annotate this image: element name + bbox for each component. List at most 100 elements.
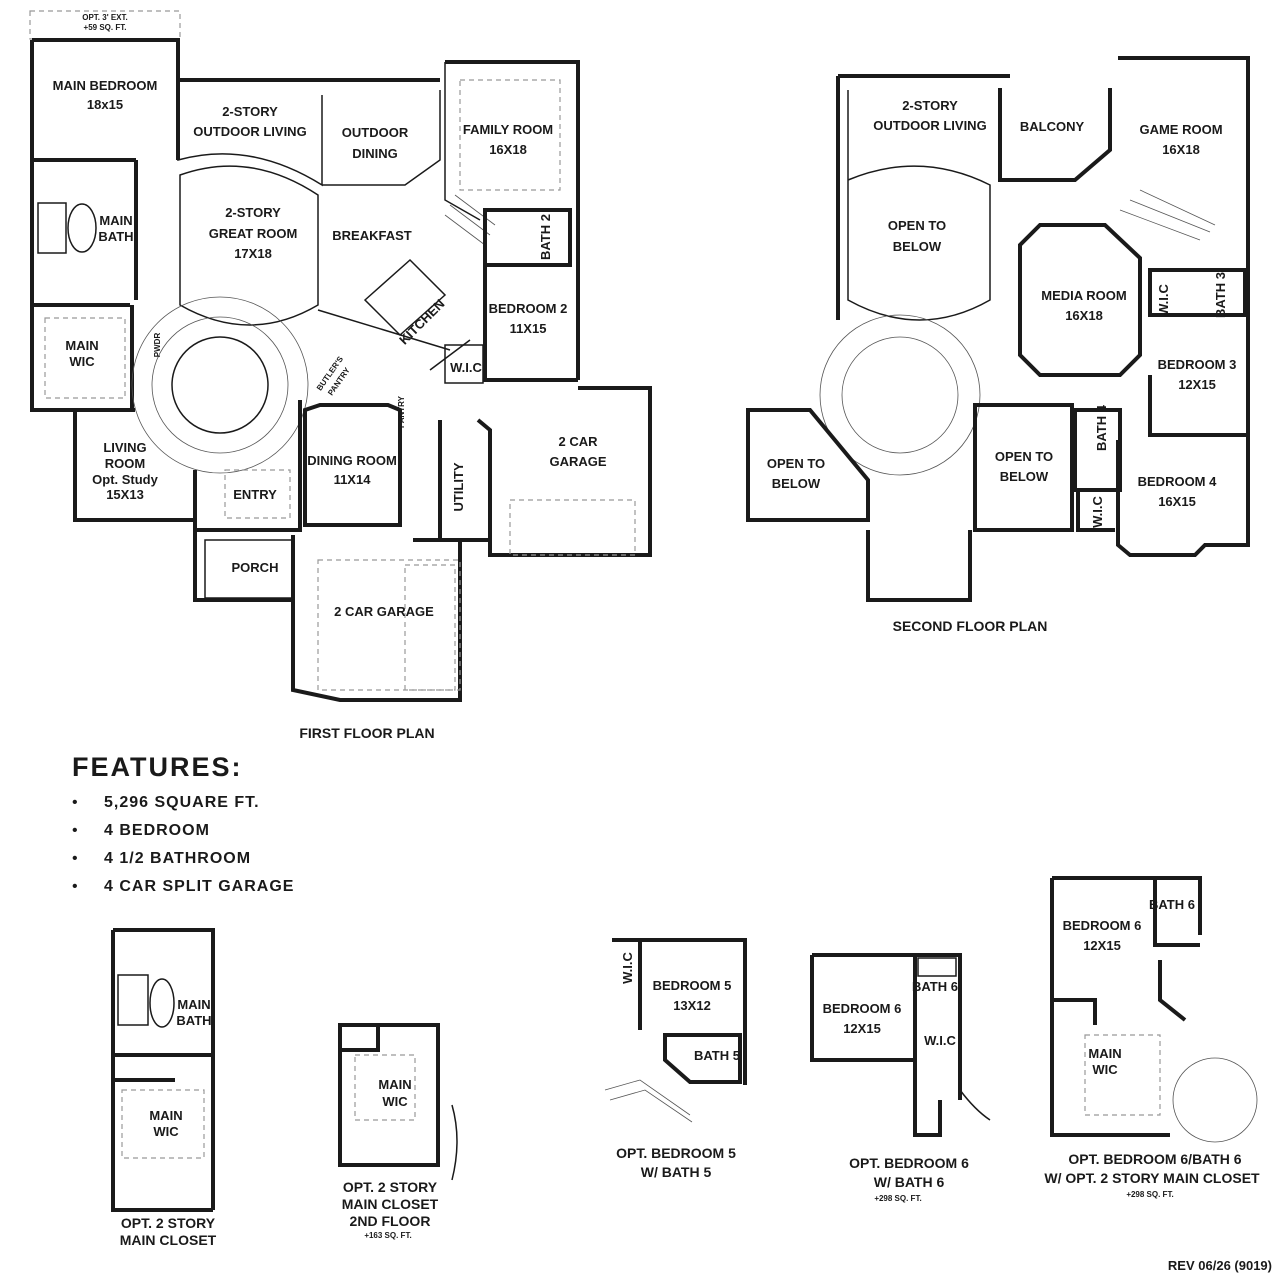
kitchen-island <box>363 258 447 337</box>
opt1-tub <box>149 978 175 1028</box>
ext-note-line1: OPT. 3' EXT. <box>82 13 127 22</box>
family-room-size: 16X18 <box>489 142 527 157</box>
opt1-caption-1: OPT. 2 STORY <box>121 1215 216 1231</box>
feature-text: 4 CAR SPLIT GARAGE <box>104 878 295 895</box>
option-bedroom-5-bath-5: W.I.C BEDROOM 5 13X12 BATH 5 OPT. BEDROO… <box>604 938 747 1180</box>
outdoor-living-label-2: OUTDOOR LIVING <box>193 124 306 139</box>
feature-text: 4 1/2 BATHROOM <box>104 850 252 867</box>
bath2-bedroom2-walls <box>483 208 578 382</box>
bath3-bedroom3-walls <box>1148 268 1248 437</box>
porch-label: PORCH <box>232 560 279 575</box>
living-room-label-1: LIVING <box>103 440 146 455</box>
opt5-caption-1: OPT. BEDROOM 6/BATH 6 <box>1068 1151 1241 1167</box>
media-room-label: MEDIA ROOM <box>1041 288 1126 303</box>
opt4-bedroom-label: BEDROOM 6 <box>823 1001 902 1016</box>
option-bedroom-6-bath-6-main-closet: BEDROOM 6 12X15 BATH 6 MAIN WIC OPT. BED… <box>1044 876 1260 1199</box>
feature-item: • 4 CAR SPLIT GARAGE <box>72 873 294 901</box>
opt5-main-wic-2: WIC <box>1092 1062 1118 1077</box>
opt2-stair-edge <box>451 1104 458 1181</box>
bedroom4-label: BEDROOM 4 <box>1138 474 1218 489</box>
game-room-size: 16X18 <box>1162 142 1200 157</box>
opt4-bath-label: BATH 6 <box>912 979 958 994</box>
revision-label: REV 06/26 (9019) <box>1167 1258 1272 1273</box>
dining-room-walls <box>303 403 402 527</box>
great-room-outline <box>179 165 319 326</box>
wic-shelving <box>44 317 126 399</box>
opt1-shelving <box>121 1089 205 1159</box>
bath2-label: BATH 2 <box>538 214 553 260</box>
opt4-tub <box>917 957 957 977</box>
main-bath-wic-walls <box>30 160 134 412</box>
media-room-walls <box>1018 223 1142 377</box>
opt5-shelving <box>1084 1034 1161 1116</box>
entry-label: ENTRY <box>233 487 277 502</box>
opt4-note: +298 SQ. FT. <box>874 1194 921 1203</box>
garage-right-label-1: 2 CAR <box>558 434 598 449</box>
open-below-outline <box>847 90 991 321</box>
open-below-3-line1: OPEN TO <box>995 449 1053 464</box>
second-floor-spiral-stair <box>841 336 959 454</box>
main-bath-label-2: BATH <box>98 229 133 244</box>
open-below-2-line1: OPEN TO <box>767 456 825 471</box>
opt5-walls <box>1050 876 1202 1137</box>
feature-item: •5,296 SQUARE FT. <box>72 789 294 817</box>
opt3-stair <box>604 1079 693 1123</box>
opt5-bedroom-label: BEDROOM 6 <box>1063 918 1142 933</box>
great-room-size: 17X18 <box>234 246 272 261</box>
opt1-caption-2: MAIN CLOSET <box>120 1232 217 1248</box>
opt4-walls <box>810 953 962 1137</box>
opt4-bedroom-size: 12X15 <box>843 1021 881 1036</box>
opt1-main-bath-1: MAIN <box>177 997 210 1012</box>
features-list: •5,296 SQUARE FT. •4 BEDROOM •4 1/2 BATH… <box>72 789 294 901</box>
spiral-stair <box>151 316 289 454</box>
opt5-main-wic-1: MAIN <box>1088 1046 1121 1061</box>
sf-wic-top-label: W.I.C <box>1156 284 1171 316</box>
ext-note-line2: +59 SQ. FT. <box>84 23 127 32</box>
second-floor-rear-stair <box>1119 189 1216 241</box>
pwdr-label: PWDR <box>153 333 162 358</box>
bedroom3-label: BEDROOM 3 <box>1158 357 1237 372</box>
stair-core <box>171 336 269 434</box>
bath4-label: BATH 4 <box>1094 404 1109 451</box>
opt3-caption-1: OPT. BEDROOM 5 <box>616 1145 736 1161</box>
bullet: • <box>72 878 79 895</box>
feature-text: 4 BEDROOM <box>104 822 210 839</box>
second-floor-outer-walls <box>836 56 1250 557</box>
bedroom4-size: 16X15 <box>1158 494 1196 509</box>
family-room-wall <box>444 62 481 221</box>
second-floor-plan: 2-STORY OUTDOOR LIVING BALCONY GAME ROOM… <box>746 56 1250 634</box>
open-below-1-line2: BELOW <box>893 239 942 254</box>
dining-room-label: DINING ROOM <box>307 453 397 468</box>
feature-item: •4 BEDROOM <box>72 817 294 845</box>
living-room-size: 15X13 <box>106 487 144 502</box>
opt5-bedroom-size: 12X15 <box>1083 938 1121 953</box>
bullet: • <box>72 850 79 867</box>
front-garage-walls <box>291 535 462 702</box>
bedroom3-size: 12X15 <box>1178 377 1216 392</box>
main-bedroom-size: 18x15 <box>87 97 123 112</box>
feature-text: 5,296 SQUARE FT. <box>104 794 260 811</box>
tub-icon <box>67 203 97 253</box>
living-room-label-3: Opt. Study <box>92 472 158 487</box>
opt4-caption-2: W/ BATH 6 <box>874 1174 945 1190</box>
bath4-wic-walls <box>1073 408 1122 532</box>
main-wic-label-1: MAIN <box>65 338 98 353</box>
rear-stair <box>444 194 496 246</box>
front-garage-door <box>404 564 456 691</box>
opt1-main-bath-2: BATH <box>176 1013 211 1028</box>
front-garage-slab <box>317 559 461 691</box>
garage-door <box>509 499 636 556</box>
first-floor-caption: FIRST FLOOR PLAN <box>299 725 434 741</box>
opt3-bedroom-label: BEDROOM 5 <box>653 978 732 993</box>
bedroom2-size: 11X15 <box>510 321 547 336</box>
opt2-caption-3: 2ND FLOOR <box>350 1213 431 1229</box>
opt4-caption-1: OPT. BEDROOM 6 <box>849 1155 969 1171</box>
great-room-label-2: GREAT ROOM <box>209 226 298 241</box>
balcony-label: BALCONY <box>1020 119 1085 134</box>
first-floor-plan: OPT. 3' EXT. +59 SQ. FT. MAIN BEDROOM 18… <box>29 10 652 741</box>
opt2-main-wic-2: WIC <box>382 1094 408 1109</box>
open-below-1-line1: OPEN TO <box>888 218 946 233</box>
sf-wic-bottom-label: W.I.C <box>1090 496 1105 528</box>
opt1-walls <box>111 928 215 1212</box>
